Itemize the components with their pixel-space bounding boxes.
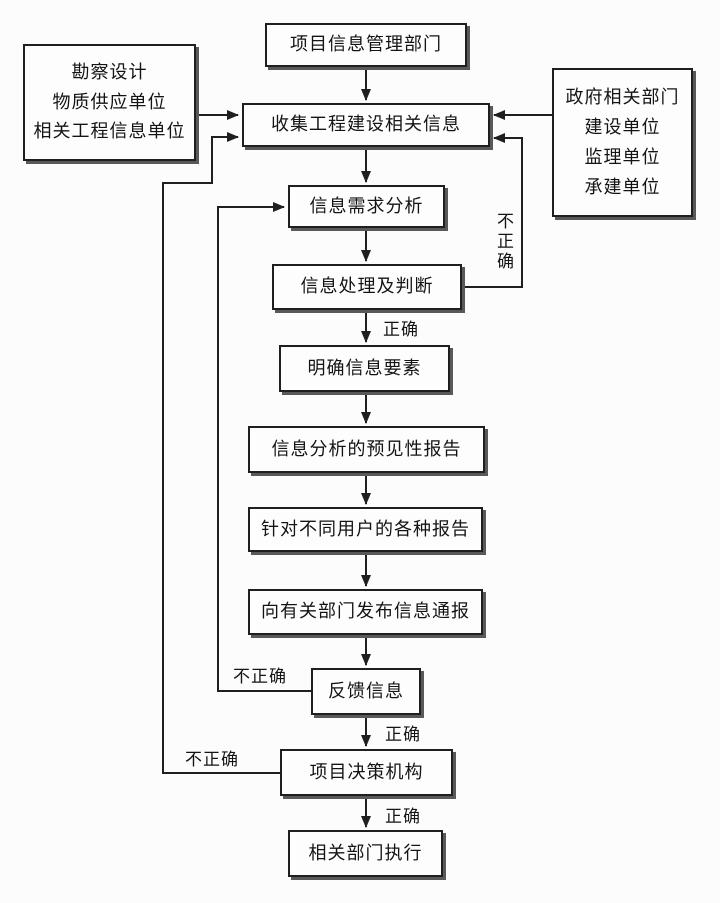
node-label: 信息处理及判断 xyxy=(300,276,434,297)
node-publish-bulletin: 向有关部门发布信息通报 xyxy=(248,589,483,635)
node-demand-analysis: 信息需求分析 xyxy=(288,185,445,228)
node-clarify-elements: 明确信息要素 xyxy=(279,345,450,392)
label-incorrect-judge: 不正确 xyxy=(494,212,513,272)
node-label: 向有关部门发布信息通报 xyxy=(261,601,470,622)
node-feedback-info: 反馈信息 xyxy=(311,668,421,715)
node-line: 承建单位 xyxy=(584,176,661,197)
node-left-sources: 勘察设计 物质供应单位 相关工程信息单位 xyxy=(23,44,196,161)
label-incorrect-feedback: 不正确 xyxy=(233,667,287,686)
edge-judge-incorrect-to-collect xyxy=(462,133,523,288)
node-line: 物质供应单位 xyxy=(52,91,167,112)
node-label: 项目信息管理部门 xyxy=(290,34,442,55)
node-forecast-report: 信息分析的预见性报告 xyxy=(248,426,485,473)
node-line: 监理单位 xyxy=(584,146,661,167)
node-label: 反馈信息 xyxy=(328,680,404,701)
label-incorrect-decision: 不正确 xyxy=(185,750,239,769)
node-decision-body: 项目决策机构 xyxy=(280,749,453,796)
node-label: 明确信息要素 xyxy=(307,357,422,378)
node-right-sources: 政府相关部门 建设单位 监理单位 承建单位 xyxy=(552,68,693,217)
label-correct-judge: 正确 xyxy=(383,320,419,339)
label-correct-feedback: 正确 xyxy=(385,725,421,744)
node-line: 相关工程信息单位 xyxy=(33,121,186,142)
node-label: 针对不同用户的各种报告 xyxy=(261,518,470,539)
node-project-info-dept: 项目信息管理部门 xyxy=(265,23,467,67)
node-collect-info: 收集工程建设相关信息 xyxy=(242,103,490,147)
node-dept-execute: 相关部门执行 xyxy=(288,830,443,877)
node-label: 信息分析的预见性报告 xyxy=(271,438,462,459)
node-label: 信息需求分析 xyxy=(309,195,424,216)
node-line: 勘察设计 xyxy=(71,62,148,83)
node-user-reports: 针对不同用户的各种报告 xyxy=(248,507,483,552)
node-label: 相关部门执行 xyxy=(308,842,423,863)
node-line: 建设单位 xyxy=(584,116,661,137)
node-label: 项目决策机构 xyxy=(309,761,424,782)
node-line: 政府相关部门 xyxy=(565,86,680,107)
edge-decision-incorrect-to-collect xyxy=(162,132,280,774)
node-process-judge: 信息处理及判断 xyxy=(272,264,462,310)
node-label: 收集工程建设相关信息 xyxy=(271,114,461,135)
edge-feedback-incorrect-to-analysis xyxy=(217,202,311,692)
label-correct-decision: 正确 xyxy=(385,807,421,826)
